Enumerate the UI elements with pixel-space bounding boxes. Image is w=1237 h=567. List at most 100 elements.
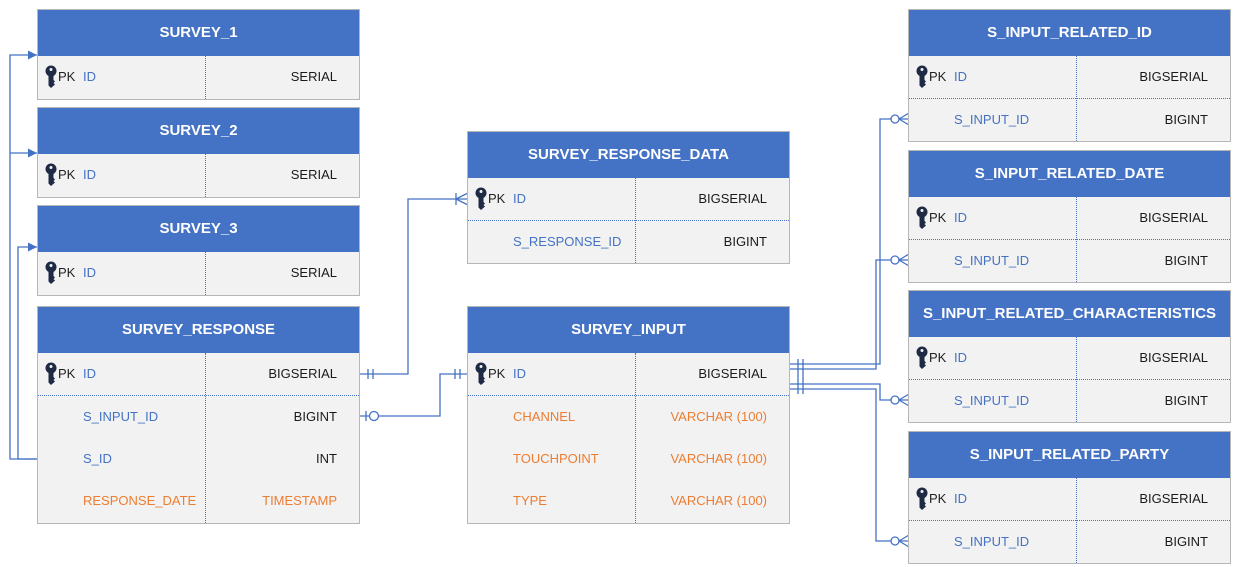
pk-label: PK bbox=[929, 69, 947, 84]
key-icon bbox=[475, 187, 487, 210]
entity-title: S_INPUT_RELATED_CHARACTERISTICS bbox=[909, 291, 1230, 337]
field-name: S_INPUT_ID bbox=[954, 253, 1030, 268]
link-sid-survey-1 bbox=[9, 50, 38, 460]
field-row[interactable]: S_RESPONSE_ID BIGINT bbox=[468, 221, 789, 263]
field-name: ID bbox=[954, 491, 967, 506]
field-type: BIGINT bbox=[293, 409, 337, 424]
field-row[interactable]: PK ID BIGSERIAL bbox=[909, 478, 1230, 521]
key-icon bbox=[916, 206, 928, 229]
field-row[interactable]: PK ID BIGSERIAL bbox=[909, 337, 1230, 380]
entity-title: SURVEY_3 bbox=[38, 206, 359, 252]
field-name: ID bbox=[83, 265, 96, 280]
field-row[interactable]: S_INPUT_ID BIGINT bbox=[38, 396, 359, 438]
pk-label: PK bbox=[58, 366, 76, 381]
field-row[interactable]: S_INPUT_ID BIGINT bbox=[909, 99, 1230, 141]
field-type: BIGINT bbox=[1164, 253, 1208, 268]
field-type: SERIAL bbox=[290, 69, 337, 84]
entity-s-input-related-id[interactable]: S_INPUT_RELATED_ID PK ID BIGSERIAL S_INP… bbox=[908, 9, 1231, 142]
link-input-to-related-date bbox=[790, 259, 909, 370]
entity-title: SURVEY_RESPONSE bbox=[38, 307, 359, 353]
field-type: BIGSERIAL bbox=[268, 366, 337, 381]
pk-label: PK bbox=[58, 265, 76, 280]
field-type: BIGINT bbox=[1164, 393, 1208, 408]
field-type: INT bbox=[316, 451, 337, 466]
entity-s-input-related-party[interactable]: S_INPUT_RELATED_PARTY PK ID BIGSERIAL S_… bbox=[908, 431, 1231, 564]
field-type: BIGSERIAL bbox=[1139, 350, 1208, 365]
field-name: TYPE bbox=[513, 493, 547, 508]
field-type: VARCHAR (100) bbox=[670, 409, 767, 424]
field-type: BIGSERIAL bbox=[698, 191, 767, 206]
field-name: CHANNEL bbox=[513, 409, 576, 424]
link-response-to-response-data bbox=[360, 198, 468, 375]
field-type: BIGSERIAL bbox=[698, 366, 767, 381]
field-row[interactable]: TOUCHPOINT VARCHAR (100) bbox=[468, 438, 789, 480]
entity-survey-2[interactable]: SURVEY_2 PK ID SERIAL bbox=[37, 107, 360, 198]
pk-label: PK bbox=[488, 366, 506, 381]
field-row[interactable]: RESPONSE_DATE TIMESTAMP bbox=[38, 480, 359, 522]
pk-label: PK bbox=[58, 69, 76, 84]
pk-label: PK bbox=[488, 191, 506, 206]
entity-title: SURVEY_2 bbox=[38, 108, 359, 154]
field-name: ID bbox=[513, 366, 526, 381]
field-type: VARCHAR (100) bbox=[670, 451, 767, 466]
field-type: BIGSERIAL bbox=[1139, 491, 1208, 506]
entity-s-input-related-characteristics[interactable]: S_INPUT_RELATED_CHARACTERISTICS PK ID BI… bbox=[908, 290, 1231, 423]
field-row[interactable]: PK ID BIGSERIAL bbox=[909, 197, 1230, 240]
field-name: ID bbox=[954, 69, 967, 84]
field-row[interactable]: TYPE VARCHAR (100) bbox=[468, 480, 789, 522]
field-type: BIGINT bbox=[1164, 534, 1208, 549]
entity-title: S_INPUT_RELATED_ID bbox=[909, 10, 1230, 56]
key-icon bbox=[916, 487, 928, 510]
field-row[interactable]: S_ID INT bbox=[38, 438, 359, 480]
field-row[interactable]: PK ID BIGSERIAL bbox=[909, 56, 1230, 99]
entity-survey-3[interactable]: SURVEY_3 PK ID SERIAL bbox=[37, 205, 360, 296]
field-name: S_ID bbox=[83, 451, 112, 466]
field-row[interactable]: PK ID BIGSERIAL bbox=[468, 178, 789, 221]
entity-title: S_INPUT_RELATED_DATE bbox=[909, 151, 1230, 197]
link-input-to-related-party bbox=[790, 388, 909, 542]
field-name: TOUCHPOINT bbox=[513, 451, 599, 466]
field-row[interactable]: S_INPUT_ID BIGINT bbox=[909, 240, 1230, 282]
field-type: TIMESTAMP bbox=[262, 493, 337, 508]
link-response-to-input bbox=[360, 373, 468, 417]
field-type: BIGSERIAL bbox=[1139, 69, 1208, 84]
field-name: ID bbox=[513, 191, 526, 206]
link-input-to-related-id bbox=[790, 118, 909, 365]
field-name: ID bbox=[83, 69, 96, 84]
field-name: S_INPUT_ID bbox=[83, 409, 159, 424]
key-icon bbox=[475, 362, 487, 385]
key-icon bbox=[45, 261, 57, 284]
entity-survey-response[interactable]: SURVEY_RESPONSE PK ID BIGSERIAL S_INPUT_… bbox=[37, 306, 360, 524]
key-icon bbox=[45, 362, 57, 385]
field-row[interactable]: PK ID SERIAL bbox=[38, 154, 359, 196]
key-icon bbox=[45, 163, 57, 186]
entity-survey-response-data[interactable]: SURVEY_RESPONSE_DATA PK ID BIGSERIAL S_R… bbox=[467, 131, 790, 264]
link-sid-survey-3 bbox=[17, 242, 38, 460]
entity-title: SURVEY_1 bbox=[38, 10, 359, 56]
field-type: SERIAL bbox=[290, 265, 337, 280]
pk-label: PK bbox=[929, 210, 947, 225]
field-row[interactable]: CHANNEL VARCHAR (100) bbox=[468, 396, 789, 438]
entity-survey-input[interactable]: SURVEY_INPUT PK ID BIGSERIAL CHANNEL VAR… bbox=[467, 306, 790, 524]
field-name: ID bbox=[83, 366, 96, 381]
pk-label: PK bbox=[929, 491, 947, 506]
field-row[interactable]: PK ID BIGSERIAL bbox=[38, 353, 359, 396]
field-row[interactable]: PK ID BIGSERIAL bbox=[468, 353, 789, 396]
field-row[interactable]: PK ID SERIAL bbox=[38, 56, 359, 98]
field-row[interactable]: PK ID SERIAL bbox=[38, 252, 359, 294]
field-type: BIGINT bbox=[723, 234, 767, 249]
field-type: SERIAL bbox=[290, 167, 337, 182]
field-row[interactable]: S_INPUT_ID BIGINT bbox=[909, 521, 1230, 563]
field-name: S_RESPONSE_ID bbox=[513, 234, 622, 249]
entity-survey-1[interactable]: SURVEY_1 PK ID SERIAL bbox=[37, 9, 360, 100]
entity-s-input-related-date[interactable]: S_INPUT_RELATED_DATE PK ID BIGSERIAL S_I… bbox=[908, 150, 1231, 283]
field-row[interactable]: S_INPUT_ID BIGINT bbox=[909, 380, 1230, 422]
field-name: RESPONSE_DATE bbox=[83, 493, 197, 508]
field-type: VARCHAR (100) bbox=[670, 493, 767, 508]
field-type: BIGSERIAL bbox=[1139, 210, 1208, 225]
key-icon bbox=[916, 346, 928, 369]
field-name: ID bbox=[954, 350, 967, 365]
field-name: S_INPUT_ID bbox=[954, 534, 1030, 549]
field-name: ID bbox=[83, 167, 96, 182]
